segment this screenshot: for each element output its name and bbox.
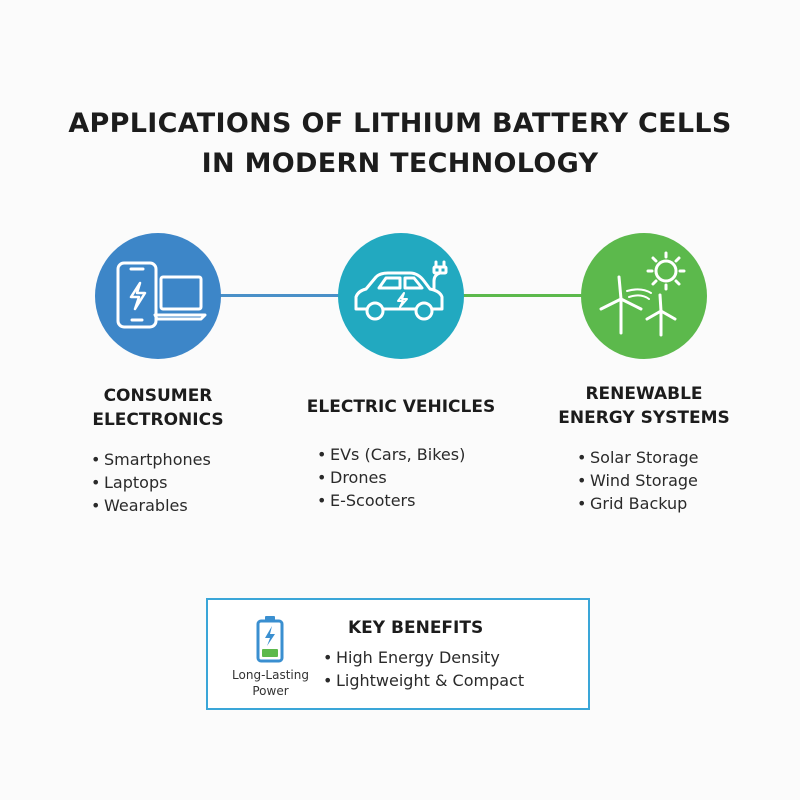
key-benefits-list: High Energy Density Lightweight & Compac… <box>323 646 524 692</box>
list-item: Wearables <box>91 494 211 517</box>
list-item: High Energy Density <box>323 646 524 669</box>
consumer-electronics-circle <box>95 233 221 359</box>
renewable-energy-list: Solar Storage Wind Storage Grid Backup <box>577 446 698 515</box>
list-item: Smartphones <box>91 448 211 471</box>
connector-left <box>218 294 342 297</box>
list-item: Laptops <box>91 471 211 494</box>
electric-car-icon <box>354 260 448 321</box>
list-item: Wind Storage <box>577 469 698 492</box>
key-benefits-heading: KEY BENEFITS <box>348 618 484 638</box>
electric-vehicles-circle <box>338 233 464 359</box>
connector-right <box>460 294 584 297</box>
battery-icon <box>256 616 284 663</box>
page-title: APPLICATIONS OF LITHIUM BATTERY CELLS IN… <box>0 104 800 184</box>
renewable-energy-circle <box>581 233 707 359</box>
consumer-electronics-list: Smartphones Laptops Wearables <box>91 448 211 517</box>
solar-wind-icon <box>599 251 686 337</box>
list-item: E-Scooters <box>317 489 465 512</box>
list-item: Grid Backup <box>577 492 698 515</box>
list-item: Drones <box>317 466 465 489</box>
key-benefits-box: Long-Lasting Power KEY BENEFITS High Ene… <box>206 598 590 710</box>
smartphone-laptop-icon <box>116 261 207 329</box>
consumer-electronics-heading: CONSUMER ELECTRONICS <box>92 386 224 430</box>
list-item: EVs (Cars, Bikes) <box>317 443 465 466</box>
list-item: Solar Storage <box>577 446 698 469</box>
electric-vehicles-list: EVs (Cars, Bikes) Drones E-Scooters <box>317 443 465 512</box>
title-line-2: IN MODERN TECHNOLOGY <box>201 148 599 179</box>
battery-caption: Long-Lasting Power <box>232 668 309 698</box>
title-line-1: APPLICATIONS OF LITHIUM BATTERY CELLS <box>68 108 732 139</box>
list-item: Lightweight & Compact <box>323 669 524 692</box>
electric-vehicles-heading: ELECTRIC VEHICLES <box>306 397 496 417</box>
renewable-energy-heading: RENEWABLE ENERGY SYSTEMS <box>558 384 730 428</box>
